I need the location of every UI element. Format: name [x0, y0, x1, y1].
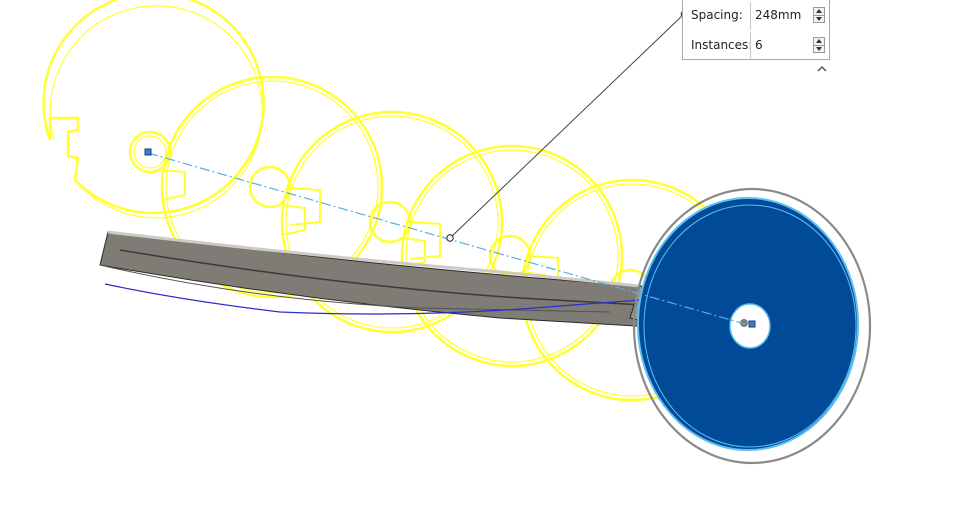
instances-input[interactable] [755, 36, 813, 54]
preview-instance-3 [280, 110, 504, 334]
spacing-input[interactable] [755, 6, 813, 24]
sketch-curve[interactable] [104, 283, 641, 315]
spacing-decrement-button[interactable] [814, 15, 824, 22]
seed-disk[interactable] [632, 187, 872, 465]
instances-decrement-button[interactable] [814, 45, 824, 52]
pattern-parameters-callout: Spacing: Instances: [682, 0, 830, 60]
instances-spin-icon[interactable] [813, 37, 825, 53]
chevron-up-icon[interactable] [815, 64, 829, 74]
spacing-increment-button[interactable] [814, 8, 824, 16]
spacing-spin-icon[interactable] [813, 7, 825, 23]
instances-row: Instances: [683, 32, 831, 60]
row-separator [750, 32, 751, 60]
preview-instance-2 [160, 75, 384, 299]
axis-start-point[interactable] [144, 148, 152, 156]
spacing-row: Spacing: [683, 2, 831, 30]
preview-instance-1 [42, 0, 265, 219]
dimension-leader [449, 13, 685, 239]
leader-anchor[interactable] [446, 234, 454, 242]
row-separator [750, 2, 751, 30]
instances-label: Instances: [691, 38, 753, 52]
axis-end-point[interactable] [748, 320, 756, 328]
spacing-label: Spacing: [691, 8, 743, 22]
pattern-preview-instances [42, 0, 744, 402]
instances-increment-button[interactable] [814, 38, 824, 46]
